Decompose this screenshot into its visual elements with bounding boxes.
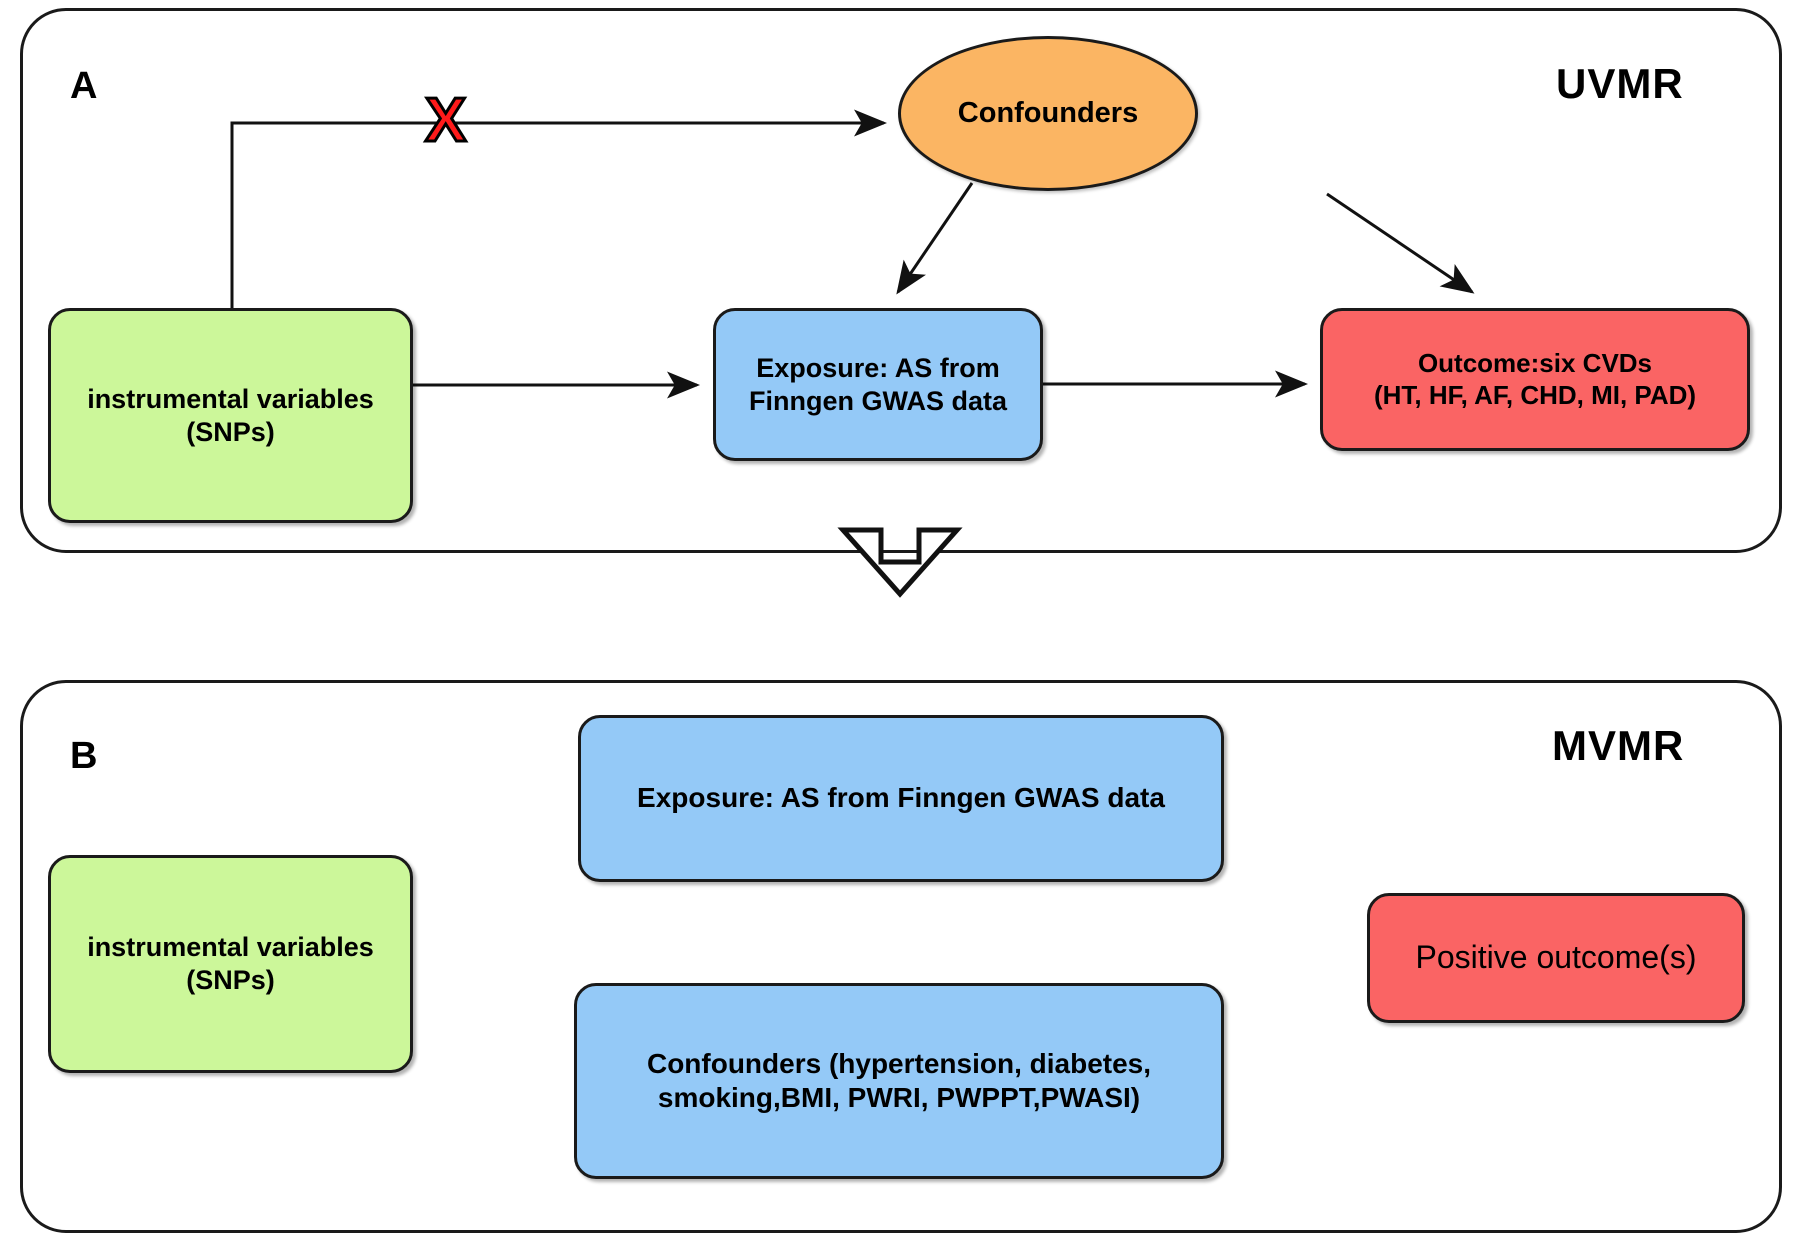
node-exposure-a[interactable]: Exposure: AS from Finngen GWAS data xyxy=(713,308,1043,461)
node-positive-outcome-b[interactable]: Positive outcome(s) xyxy=(1367,893,1745,1023)
node-confounders-b[interactable]: Confounders (hypertension, diabetes, smo… xyxy=(574,983,1224,1179)
panel-b-letter: B xyxy=(70,735,98,777)
blocked-path-x-icon: X xyxy=(423,86,467,155)
panel-b-title: MVMR xyxy=(1552,722,1685,769)
node-instrumental-variables-a[interactable]: instrumental variables (SNPs) xyxy=(48,308,413,523)
panel-a-letter: A xyxy=(70,65,98,107)
node-exposure-b[interactable]: Exposure: AS from Finngen GWAS data xyxy=(578,715,1224,882)
panel-a-title: UVMR xyxy=(1556,60,1684,107)
node-instrumental-variables-b[interactable]: instrumental variables (SNPs) xyxy=(48,855,413,1073)
node-outcome-a[interactable]: Outcome:six CVDs (HT, HF, AF, CHD, MI, P… xyxy=(1320,308,1750,451)
node-confounders-a[interactable]: Confounders xyxy=(898,36,1198,191)
